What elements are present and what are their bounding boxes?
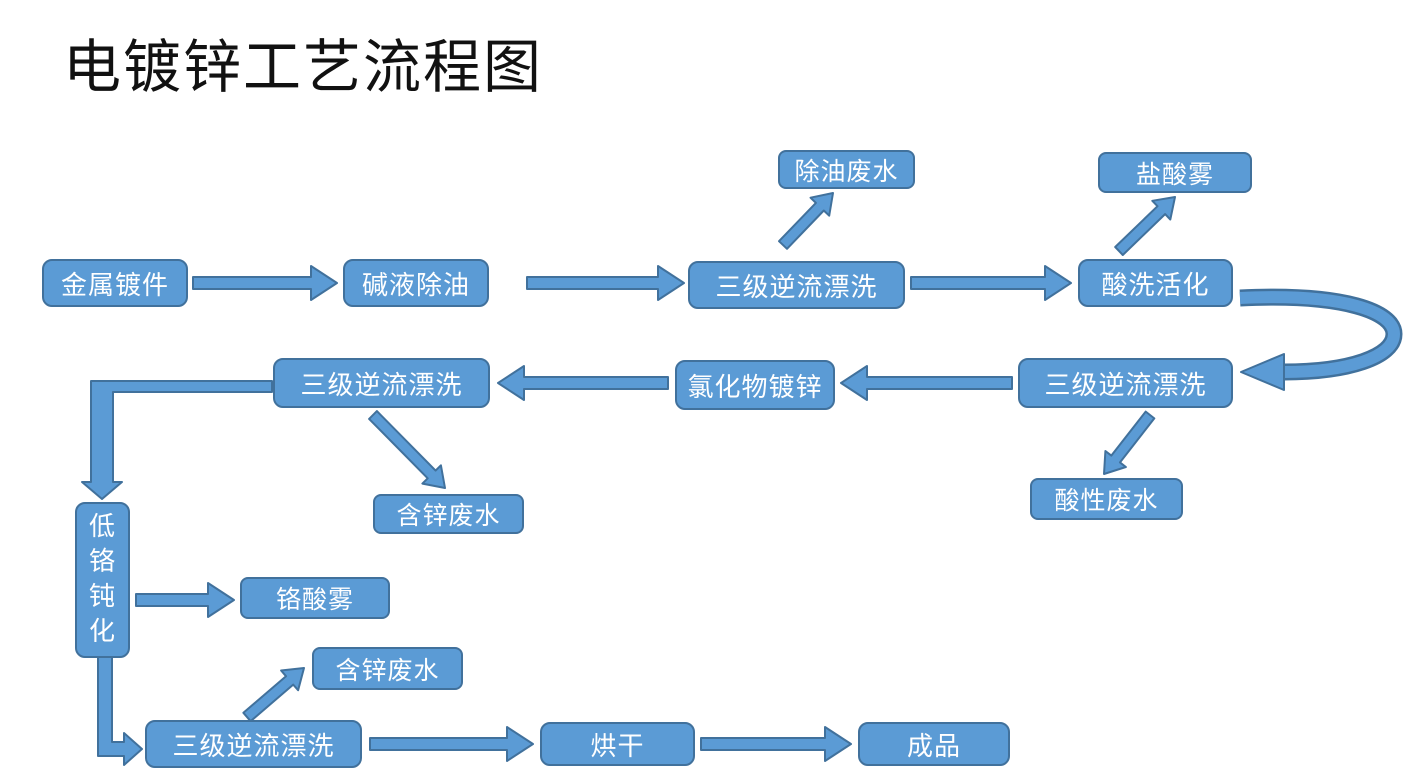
node-finished-product: 成品 [858, 722, 1010, 766]
node-rinse-1-label: 三级逆流漂洗 [715, 272, 878, 303]
arrow-rinse1-to-activation [910, 265, 1072, 301]
node-drying-label: 烘干 [590, 731, 645, 762]
node-alkali-degrease: 碱液除油 [343, 259, 489, 307]
arrow-chloride-to-rinse2 [497, 365, 669, 401]
node-chloride-galvanize: 氯化物镀锌 [675, 360, 835, 410]
arrow-rinse3-to-chloride [840, 365, 1013, 401]
arrow-rinse2-to-zinc-ww1 [368, 410, 446, 489]
arrow-rinse1-to-degrease-ww [778, 192, 834, 250]
node-rinse-3-label: 三级逆流漂洗 [1044, 370, 1207, 401]
arrow-activation-to-hcl-mist [1114, 196, 1176, 256]
node-zinc-wastewater-1: 含锌废水 [373, 494, 524, 534]
node-metal-part-label: 金属镀件 [60, 270, 169, 301]
arrow-rinse4-to-zinc-ww2 [242, 667, 305, 723]
node-finished-product-label: 成品 [906, 731, 961, 762]
node-zinc-wastewater-2-label: 含锌废水 [335, 655, 440, 685]
node-metal-part: 金属镀件 [42, 259, 188, 307]
node-drying: 烘干 [540, 722, 695, 766]
node-acid-activation: 酸洗活化 [1078, 259, 1233, 307]
arrow-passivation-to-rinse4 [97, 655, 143, 766]
node-chloride-galvanize-label: 氯化物镀锌 [687, 372, 823, 403]
node-hcl-mist-label: 盐酸雾 [1135, 159, 1214, 189]
node-rinse-1: 三级逆流漂洗 [688, 261, 905, 309]
arrow-rinse2-to-passivation [81, 380, 273, 500]
node-low-chromium-passivation: 低铬钝化 [75, 502, 130, 658]
arrow-rinse3-to-acidic-ww [1103, 410, 1156, 475]
arrow-drying-to-product [700, 726, 852, 762]
arrow-activation-to-rinse3-loop [1239, 288, 1403, 391]
node-zinc-wastewater-1-label: 含锌废水 [396, 501, 501, 530]
node-chromic-acid-mist-label: 铬酸雾 [275, 585, 354, 614]
node-degrease-wastewater-label: 除油废水 [794, 156, 899, 186]
node-acidic-wastewater: 酸性废水 [1030, 478, 1183, 520]
arrow-passivation-to-chromic-mist [135, 582, 235, 618]
node-low-chromium-passivation-label: 低铬钝化 [88, 512, 116, 647]
node-rinse-2: 三级逆流漂洗 [273, 358, 490, 408]
arrow-alkali-to-rinse1 [526, 265, 685, 301]
node-rinse-4: 三级逆流漂洗 [145, 720, 362, 768]
node-acid-activation-label: 酸洗活化 [1101, 270, 1210, 301]
node-hcl-mist: 盐酸雾 [1098, 152, 1252, 193]
node-degrease-wastewater: 除油废水 [778, 150, 915, 189]
page-title: 电镀锌工艺流程图 [63, 33, 544, 101]
arrow-rinse4-to-drying [369, 726, 534, 762]
node-zinc-wastewater-2: 含锌废水 [312, 647, 463, 690]
node-rinse-2-label: 三级逆流漂洗 [300, 370, 463, 401]
arrow-metal-to-alkali [192, 265, 338, 301]
node-acidic-wastewater-label: 酸性废水 [1054, 486, 1159, 515]
node-chromic-acid-mist: 铬酸雾 [240, 577, 390, 619]
node-rinse-3: 三级逆流漂洗 [1018, 358, 1233, 408]
node-rinse-4-label: 三级逆流漂洗 [172, 731, 335, 762]
node-alkali-degrease-label: 碱液除油 [361, 270, 470, 301]
